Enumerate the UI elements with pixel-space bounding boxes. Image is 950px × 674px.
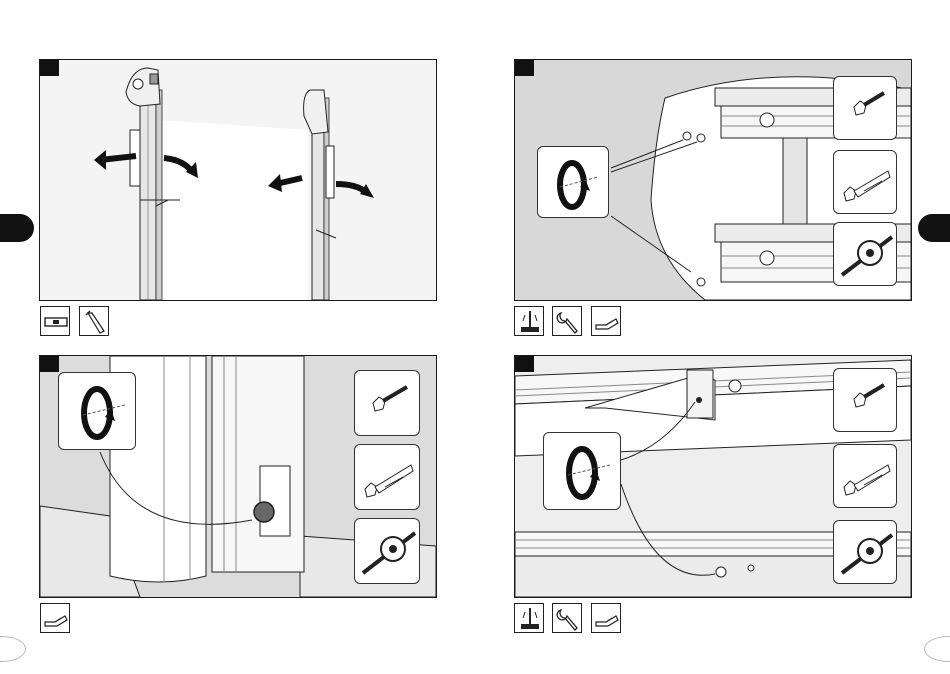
hand-icon bbox=[592, 307, 622, 337]
fastener-anchor-box bbox=[354, 518, 420, 584]
step-1-illustration bbox=[39, 59, 437, 301]
step-4-marker bbox=[515, 356, 534, 372]
fastener-bolt-box bbox=[354, 370, 420, 436]
level-icon bbox=[41, 307, 71, 337]
hand-tool bbox=[591, 603, 621, 633]
fastener-screw-box bbox=[833, 150, 897, 214]
wrench-icon bbox=[553, 307, 583, 337]
step-2-marker bbox=[515, 60, 534, 76]
rotate-arrow-icon bbox=[544, 433, 622, 511]
wall-plug-screw-icon bbox=[834, 151, 898, 215]
step-4-illustration bbox=[514, 355, 912, 598]
step-3-illustration bbox=[39, 355, 437, 598]
rotate-arrow-icon bbox=[59, 373, 137, 451]
fastener-bolt-box bbox=[833, 76, 897, 140]
fastener-screw-box bbox=[833, 444, 897, 508]
pipe-wrench-tool bbox=[79, 306, 109, 336]
wrench-tool bbox=[552, 306, 582, 336]
level-tool bbox=[40, 306, 70, 336]
bolt-icon bbox=[834, 77, 898, 141]
toggle-anchor-icon bbox=[355, 519, 421, 585]
wall-plug-screw-icon bbox=[355, 445, 421, 511]
hand-tool bbox=[591, 306, 621, 336]
fastener-anchor-box bbox=[833, 520, 897, 584]
page-number-oval-right bbox=[924, 636, 950, 662]
chapter-tab-left bbox=[0, 214, 34, 242]
bolt-icon bbox=[355, 371, 421, 437]
pipe-wrench-icon bbox=[80, 307, 110, 337]
page-number-oval-left bbox=[0, 636, 26, 662]
toggle-anchor-icon bbox=[834, 223, 898, 287]
drill-tool bbox=[514, 603, 544, 633]
wrench-icon bbox=[553, 604, 583, 634]
hand-icon bbox=[41, 604, 71, 634]
frame-opening-drawing bbox=[40, 60, 436, 300]
fastener-bolt-box bbox=[833, 368, 897, 432]
drill-tool bbox=[514, 306, 544, 336]
wall-plug-screw-icon bbox=[834, 445, 898, 509]
hand-tool bbox=[40, 603, 70, 633]
hand-icon bbox=[592, 604, 622, 634]
step-2-illustration bbox=[514, 59, 912, 301]
drill-icon bbox=[515, 604, 545, 634]
bolt-icon bbox=[834, 369, 898, 433]
step-3-marker bbox=[40, 356, 59, 372]
fastener-screw-box bbox=[354, 444, 420, 510]
fastener-anchor-box bbox=[833, 222, 897, 286]
rotation-callout bbox=[543, 432, 621, 510]
rotate-arrow-icon bbox=[538, 147, 610, 219]
drill-icon bbox=[515, 307, 545, 337]
wrench-tool bbox=[552, 603, 582, 633]
chapter-tab-right bbox=[918, 214, 950, 242]
rotation-callout bbox=[58, 372, 136, 450]
rotation-callout bbox=[537, 146, 609, 218]
step-1-marker bbox=[40, 60, 59, 76]
toggle-anchor-icon bbox=[834, 521, 898, 585]
